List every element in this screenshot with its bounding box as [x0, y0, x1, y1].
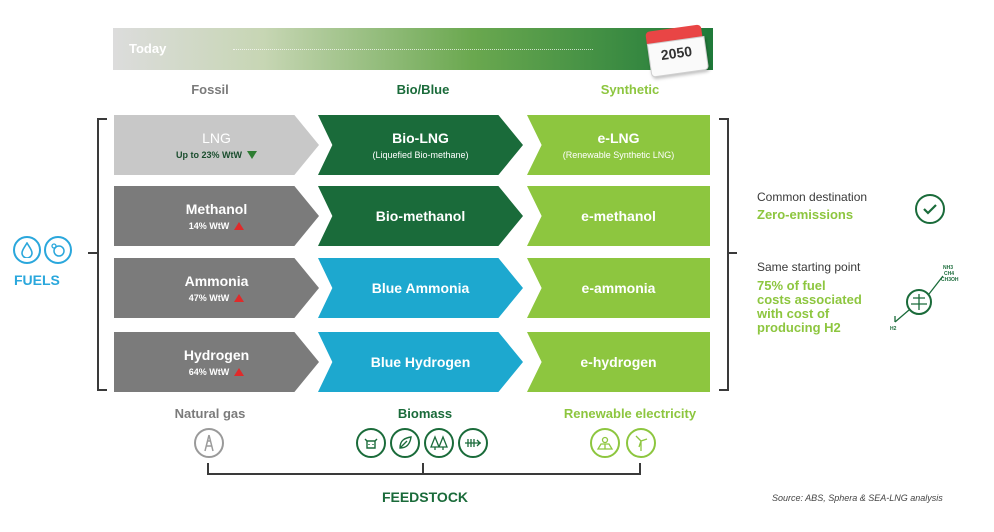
- wtw-value: 47% WtW: [188, 293, 230, 303]
- feedstock-renewable-label: Renewable electricity: [563, 406, 697, 421]
- column-heading-synthetic: Synthetic: [600, 82, 660, 97]
- fuel-arrow-blue-hydrogen: Blue Hydrogen: [318, 332, 523, 392]
- trend-up-icon: [234, 368, 245, 376]
- column-heading-bio-blue: Bio/Blue: [396, 82, 450, 97]
- column-heading-fossil: Fossil: [191, 82, 229, 97]
- starting-point-line-3: with cost of: [757, 306, 830, 321]
- feedstock-natural-gas-label: Natural gas: [174, 406, 246, 421]
- bracket-tick: [88, 252, 98, 254]
- wtw-value: 14% WtW: [188, 221, 230, 231]
- source-note: Source: ABS, Sphera & SEA-LNG analysis: [772, 493, 943, 503]
- starting-point-line-4: producing H2: [757, 320, 841, 335]
- cow-icon: [356, 428, 386, 458]
- solar-panel-icon: [590, 428, 620, 458]
- fuel-title: e-ammonia: [581, 280, 656, 296]
- fuel-arrow-hydrogen: Hydrogen 64% WtW: [114, 332, 319, 392]
- hydrogen-scale-icon: NH3 CH4 CH3OH H2: [885, 260, 965, 340]
- wtw-value: Up to 23% WtW: [176, 150, 242, 160]
- timeline-start-label: Today: [129, 41, 167, 56]
- fuel-subtitle: (Liquefied Bio-methane): [372, 150, 469, 160]
- fuel-title: Blue Hydrogen: [370, 354, 471, 370]
- fuel-arrow-bio-lng: Bio-LNG (Liquefied Bio-methane): [318, 115, 523, 175]
- wtw-value: 64% WtW: [188, 367, 230, 377]
- feedstock-bracket: [207, 463, 641, 475]
- bubbles-icon: [44, 236, 72, 264]
- fuel-title: Bio-LNG: [392, 130, 449, 146]
- fuel-arrow-blue-ammonia: Blue Ammonia: [318, 258, 523, 318]
- fuel-title: Bio-methanol: [375, 208, 466, 224]
- destination-value: Zero-emissions: [757, 207, 854, 222]
- water-drop-icon: [13, 236, 41, 264]
- fuel-arrow-methanol: Methanol 14% WtW: [114, 186, 319, 246]
- fuels-label: FUELS: [14, 272, 60, 288]
- fuel-title: Ammonia: [184, 273, 249, 289]
- fuel-arrow-e-lng: e-LNG (Renewable Synthetic LNG): [527, 115, 710, 175]
- gas-well-icon: [194, 428, 224, 458]
- fuel-subtitle: (Renewable Synthetic LNG): [562, 150, 675, 160]
- starting-point-title: Same starting point: [757, 260, 861, 274]
- wind-turbine-icon: [626, 428, 656, 458]
- fuel-title: Hydrogen: [183, 347, 250, 363]
- trend-down-icon: [247, 151, 257, 159]
- feedstock-biomass-label: Biomass: [397, 406, 453, 421]
- fuels-right-bracket: [719, 118, 729, 391]
- molecule-ch4: CH4: [944, 271, 955, 277]
- fuel-arrow-e-hydrogen: e-hydrogen: [527, 332, 710, 392]
- trees-icon: [424, 428, 454, 458]
- fuels-left-bracket: [97, 118, 107, 391]
- check-icon: [915, 194, 945, 224]
- fuel-title: e-hydrogen: [580, 354, 657, 370]
- trend-up-icon: [234, 222, 245, 230]
- fuel-arrow-ammonia: Ammonia 47% WtW: [114, 258, 319, 318]
- feedstock-label: FEEDSTOCK: [381, 489, 469, 505]
- fish-bone-icon: [458, 428, 488, 458]
- fuel-title: e-methanol: [581, 208, 656, 224]
- timeline-bar: Today 2050: [113, 28, 713, 70]
- leaf-icon: [390, 428, 420, 458]
- starting-point-line-2: costs associated: [757, 292, 862, 307]
- calendar-icon: 2050: [645, 24, 710, 78]
- fuel-arrow-bio-methanol: Bio-methanol: [318, 186, 523, 246]
- bracket-tick: [727, 252, 737, 254]
- trend-up-icon: [234, 294, 245, 302]
- feedstock-bracket-tick: [422, 463, 424, 475]
- destination-title: Common destination: [757, 190, 868, 204]
- molecule-h2: H2: [890, 326, 897, 332]
- starting-point-line-1: 75% of fuel: [757, 278, 826, 293]
- fuel-arrow-e-ammonia: e-ammonia: [527, 258, 710, 318]
- fuel-title: Methanol: [185, 201, 248, 217]
- molecule-nh3: NH3: [943, 265, 954, 271]
- fuel-title: LNG: [202, 130, 231, 146]
- molecule-ch3oh: CH3OH: [941, 277, 959, 283]
- fuel-arrow-e-methanol: e-methanol: [527, 186, 710, 246]
- fuel-title: Blue Ammonia: [371, 280, 470, 296]
- fuel-arrow-lng: LNG Up to 23% WtW: [114, 115, 319, 175]
- fuel-title: e-LNG: [597, 130, 640, 146]
